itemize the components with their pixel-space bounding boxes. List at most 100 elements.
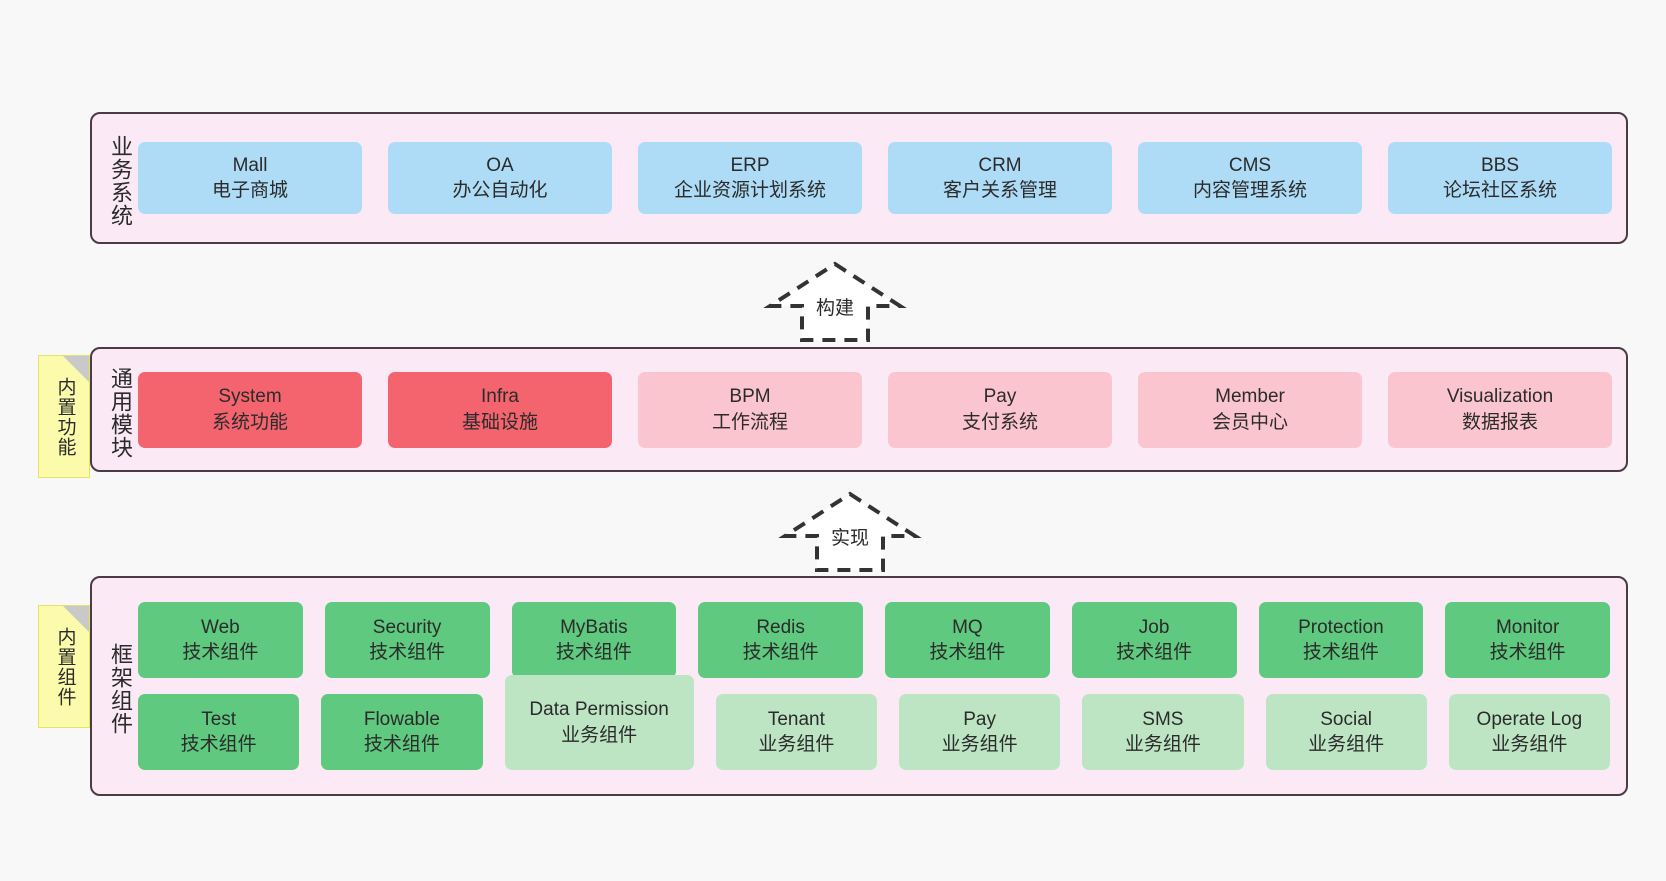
card-subtitle: 系统功能 xyxy=(211,411,288,433)
card-row: System 系统功能 Infra 基础设施 BPM 工作流程 Pay 支付系统… xyxy=(138,371,1612,448)
card-title: Web xyxy=(201,616,240,638)
card-subtitle: 内容管理系统 xyxy=(1192,180,1307,201)
card-title: Pay xyxy=(963,708,996,730)
note-fold-icon xyxy=(63,606,89,632)
card-subtitle: 业务组件 xyxy=(758,734,835,755)
card-pay-component[interactable]: Pay 业务组件 xyxy=(899,694,1061,770)
card-system[interactable]: System 系统功能 xyxy=(138,371,362,448)
card-subtitle: 办公自动化 xyxy=(452,180,548,201)
card-title: Job xyxy=(1138,616,1170,638)
note-builtin-functions: 内置功能 xyxy=(38,355,90,478)
card-visualization[interactable]: Visualization 数据报表 xyxy=(1388,371,1612,448)
card-test[interactable]: Test 技术组件 xyxy=(138,694,300,770)
card-title: Member xyxy=(1215,386,1285,408)
card-subtitle: 业务组件 xyxy=(1491,734,1568,755)
layer-business-cards: Mall 电子商城 OA 办公自动化 ERP 企业资源计划系统 CRM 客户关系… xyxy=(132,114,1626,242)
card-infra[interactable]: Infra 基础设施 xyxy=(388,371,612,448)
card-title: MQ xyxy=(952,616,983,638)
note-builtin-components: 内置组件 xyxy=(38,605,90,728)
card-row: Web 技术组件 Security 技术组件 MyBatis 技术组件 Redi… xyxy=(138,602,1610,678)
card-title: Monitor xyxy=(1495,616,1560,638)
card-redis[interactable]: Redis 技术组件 xyxy=(698,602,863,678)
card-subtitle: 基础设施 xyxy=(461,411,538,433)
card-title: Operate Log xyxy=(1476,708,1583,730)
layer-title-framework: 框架组件 xyxy=(108,643,133,735)
layer-common-modules: 通用模块 System 系统功能 Infra 基础设施 BPM 工作流程 Pay… xyxy=(90,347,1628,472)
card-protection[interactable]: Protection 技术组件 xyxy=(1258,602,1424,678)
card-subtitle: 技术组件 xyxy=(555,642,632,663)
card-mq[interactable]: MQ 技术组件 xyxy=(885,602,1050,678)
card-subtitle: 会员中心 xyxy=(1211,411,1288,433)
connector-implement xyxy=(765,488,935,574)
layer-business-systems: 业务系统 Mall 电子商城 OA 办公自动化 ERP 企业资源计划系统 CRM… xyxy=(90,112,1628,244)
card-row: Mall 电子商城 OA 办公自动化 ERP 企业资源计划系统 CRM 客户关系… xyxy=(138,142,1612,214)
card-operate-log[interactable]: Operate Log 业务组件 xyxy=(1448,694,1610,770)
card-title: Flowable xyxy=(363,708,440,730)
card-bbs[interactable]: BBS 论坛社区系统 xyxy=(1388,142,1612,214)
card-subtitle: 业务组件 xyxy=(1124,734,1201,755)
card-title: Tenant xyxy=(767,708,825,730)
card-subtitle: 技术组件 xyxy=(180,734,257,755)
card-subtitle: 业务组件 xyxy=(1308,734,1385,755)
card-subtitle: 技术组件 xyxy=(363,734,440,755)
card-member[interactable]: Member 会员中心 xyxy=(1138,371,1362,448)
card-subtitle: 技术组件 xyxy=(1302,642,1379,663)
card-data-permission[interactable]: Data Permission 业务组件 xyxy=(504,675,694,770)
card-title: Redis xyxy=(756,616,805,638)
card-title: CRM xyxy=(978,154,1022,176)
card-job[interactable]: Job 技术组件 xyxy=(1071,602,1237,678)
card-title: ERP xyxy=(730,154,770,176)
build-arrow-icon xyxy=(763,261,907,342)
card-erp[interactable]: ERP 企业资源计划系统 xyxy=(638,142,862,214)
card-subtitle: 支付系统 xyxy=(961,411,1038,433)
card-bpm[interactable]: BPM 工作流程 xyxy=(638,371,862,448)
card-title: Social xyxy=(1320,708,1372,730)
card-subtitle: 论坛社区系统 xyxy=(1442,180,1557,201)
implement-arrow-icon xyxy=(778,491,922,572)
card-crm[interactable]: CRM 客户关系管理 xyxy=(888,142,1112,214)
card-title: System xyxy=(218,386,282,408)
card-title: BBS xyxy=(1480,154,1520,176)
card-pay[interactable]: Pay 支付系统 xyxy=(888,371,1112,448)
card-mall[interactable]: Mall 电子商城 xyxy=(138,142,362,214)
card-subtitle: 数据报表 xyxy=(1461,411,1538,433)
note-label: 内置组件 xyxy=(54,626,76,707)
layer-framework-cards: Web 技术组件 Security 技术组件 MyBatis 技术组件 Redi… xyxy=(132,578,1626,794)
layer-modules-cards: System 系统功能 Infra 基础设施 BPM 工作流程 Pay 支付系统… xyxy=(132,349,1626,470)
card-sms[interactable]: SMS 业务组件 xyxy=(1082,694,1244,770)
connector-build-label: 构建 xyxy=(816,298,855,319)
card-social[interactable]: Social 业务组件 xyxy=(1265,694,1427,770)
card-security[interactable]: Security 技术组件 xyxy=(324,602,490,678)
card-tenant[interactable]: Tenant 业务组件 xyxy=(715,694,877,770)
card-title: Protection xyxy=(1298,616,1384,638)
card-oa[interactable]: OA 办公自动化 xyxy=(388,142,612,214)
card-title: MyBatis xyxy=(560,616,628,638)
card-subtitle: 技术组件 xyxy=(182,642,259,663)
card-title: Data Permission xyxy=(529,699,669,721)
card-row: Test 技术组件 Flowable 技术组件 Data Permission … xyxy=(138,675,1610,770)
card-cms[interactable]: CMS 内容管理系统 xyxy=(1138,142,1362,214)
card-subtitle: 客户关系管理 xyxy=(942,180,1057,201)
card-monitor[interactable]: Monitor 技术组件 xyxy=(1445,602,1610,678)
card-subtitle: 技术组件 xyxy=(1489,642,1566,663)
card-subtitle: 工作流程 xyxy=(711,411,788,433)
card-title: SMS xyxy=(1142,708,1184,730)
note-fold-icon xyxy=(63,356,89,382)
card-mybatis[interactable]: MyBatis 技术组件 xyxy=(511,602,677,678)
connector-implement-label: 实现 xyxy=(831,528,870,549)
note-label: 内置功能 xyxy=(54,376,76,457)
card-title: Test xyxy=(201,708,237,730)
card-title: OA xyxy=(486,154,514,176)
card-subtitle: 业务组件 xyxy=(561,724,638,746)
card-title: Security xyxy=(372,616,442,638)
layer-title-business: 业务系统 xyxy=(108,135,133,227)
card-flowable[interactable]: Flowable 技术组件 xyxy=(321,694,483,770)
card-title: Pay xyxy=(983,386,1017,408)
card-subtitle: 企业资源计划系统 xyxy=(673,180,826,201)
card-web[interactable]: Web 技术组件 xyxy=(138,602,303,678)
card-title: CMS xyxy=(1228,154,1272,176)
card-subtitle: 技术组件 xyxy=(1116,642,1193,663)
card-subtitle: 技术组件 xyxy=(742,642,819,663)
card-subtitle: 技术组件 xyxy=(369,642,446,663)
